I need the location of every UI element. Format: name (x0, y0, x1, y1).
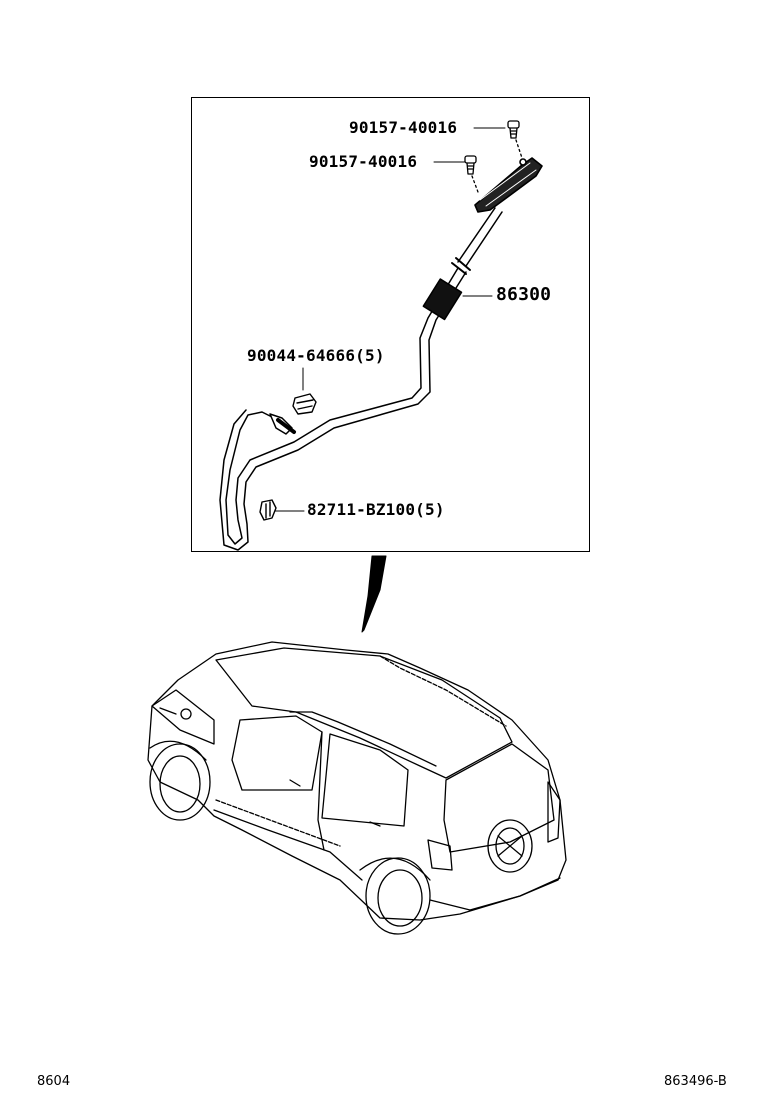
leader-lines (273, 127, 506, 512)
screw-upper-icon (507, 120, 523, 159)
front-wheel-icon (149, 740, 211, 821)
screw-lower-icon (464, 155, 479, 193)
clamp-icon (292, 393, 317, 415)
illustration-code: 863496-B (664, 1074, 727, 1089)
clip-icon (259, 499, 277, 521)
screw-upper-part-number: 90157-40016 (349, 118, 458, 137)
clip-part-number: 82711-BZ100(5) (307, 500, 445, 519)
vehicle-outline-icon (147, 641, 567, 935)
rear-wheel-icon (359, 857, 431, 935)
antenna-cord-part-number: 86300 (496, 284, 552, 305)
location-pointer (361, 555, 387, 633)
antenna-base (474, 157, 543, 213)
clamp-part-number: 90044-64666(5) (247, 346, 385, 365)
screw-lower-part-number: 90157-40016 (309, 152, 418, 171)
detail-frame (191, 97, 590, 552)
page-code: 8604 (37, 1074, 71, 1089)
antenna-cord (219, 207, 503, 551)
